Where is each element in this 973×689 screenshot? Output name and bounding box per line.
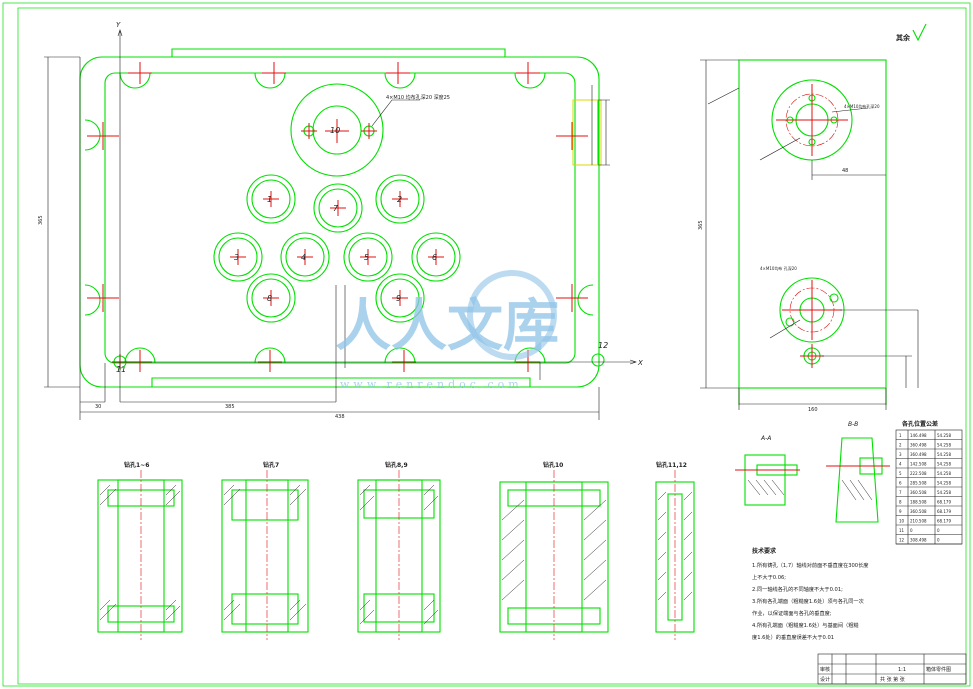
dim-height: 365	[38, 215, 44, 225]
roughness-mark: 其余	[896, 33, 911, 42]
hole-label-8: 8	[267, 294, 272, 303]
watermark: 人人文库 www.renrendoc.com	[335, 270, 559, 391]
notes-line-2: 上不大于0.06;	[752, 573, 786, 581]
hole-label-2: 2	[397, 195, 402, 204]
technical-notes: 技术要求 1.所有铸孔（1,7）轴线对前面不垂直度在300长度 上不大于0.06…	[752, 547, 868, 641]
tol-cell: 12	[899, 538, 905, 543]
tol-cell: 0	[937, 538, 940, 543]
tol-cell: 68.179	[937, 500, 951, 505]
dim-inner-width: 385	[225, 404, 235, 410]
tol-cell: 9	[899, 509, 902, 514]
svg-text:4×M10均布 孔深20: 4×M10均布 孔深20	[760, 265, 797, 271]
tol-cell: 54.258	[937, 433, 951, 438]
label-bb: B-B	[848, 421, 858, 428]
tol-cell: 54.258	[937, 462, 951, 467]
label-hole-b: 钻孔7	[263, 461, 279, 469]
tol-cell: 146.498	[910, 433, 927, 438]
bearing-holes	[213, 174, 461, 323]
tol-cell: 308.498	[910, 538, 927, 543]
tol-cell: 360.508	[910, 490, 927, 495]
notes-line-1: 1.所有铸孔（1,7）轴线对前面不垂直度在300长度	[752, 561, 868, 569]
tol-cell: 3	[899, 452, 902, 457]
tol-cell: 5	[899, 471, 902, 476]
inner-frame	[17, 7, 967, 685]
tol-cell: 2	[899, 443, 902, 448]
label-aa: A-A	[760, 435, 771, 442]
dim-side-height: 365	[698, 220, 704, 230]
hole-label-7: 7	[333, 204, 339, 213]
title-row-b: 设计	[820, 676, 830, 683]
tol-cell: 11	[899, 528, 905, 533]
tol-cell: 8	[899, 500, 902, 505]
tol-cell: 54.258	[937, 452, 951, 457]
watermark-url: www.renrendoc.com	[340, 378, 523, 391]
tol-cell: 360.498	[910, 452, 927, 457]
tol-cell: 222.508	[910, 471, 927, 476]
tol-cell: 0	[937, 528, 940, 533]
tol-cell: 68.179	[937, 509, 951, 514]
main-view: 4×M10 均布孔深20 深度25	[38, 21, 643, 420]
hole-label-9: 9	[396, 294, 401, 303]
tol-cell: 6	[899, 481, 902, 486]
dim-side-small: 48	[842, 168, 848, 174]
dim-offset: 30	[95, 404, 101, 410]
watermark-text: 人人文库	[335, 293, 559, 359]
hole-label-10: 10	[330, 126, 340, 135]
tol-cell: 360.508	[910, 509, 927, 514]
tol-cell: 7	[899, 490, 902, 495]
svg-text:4×M10均布孔深20: 4×M10均布孔深20	[844, 103, 880, 109]
svg-text:4×M10 均布孔深20 深度25: 4×M10 均布孔深20 深度25	[386, 94, 450, 101]
tol-cell: 54.258	[937, 490, 951, 495]
label-hole-a: 钻孔1~6	[124, 461, 149, 469]
tol-cell: 54.258	[937, 481, 951, 486]
title-scale: 1:1	[898, 667, 906, 673]
axis-x: X	[637, 359, 643, 367]
hole-label-4: 4	[301, 253, 306, 262]
tol-cell: 360.498	[910, 443, 927, 448]
hole-label-6: 6	[432, 253, 437, 262]
dim-side-width: 160	[808, 407, 818, 413]
hole-label-1: 1	[267, 195, 272, 204]
tol-table-title: 各孔位置公差	[901, 420, 938, 428]
hole-label-3: 3	[234, 253, 239, 262]
section-aa: A-A	[735, 435, 800, 506]
notes-line-5: 作业，以保证端面与各孔的垂直度;	[752, 609, 832, 617]
tol-cell: 1	[899, 433, 902, 438]
side-view: 4×M10均布孔深20 4×M10均布 孔深20 160 365 48 其余	[698, 23, 927, 413]
title-block: 审核 设计 箱体零件图 1:1 共 张 第 张	[817, 653, 967, 685]
notes-line-4: 3.所有各孔端面（粗糙度1.6处）须与各孔同一次	[752, 597, 864, 605]
tol-cell: 285.508	[910, 481, 927, 486]
axis-y: Y	[116, 21, 121, 29]
hole-sections: 钻孔1~6 钻孔7 钻孔8,9 钻孔10	[97, 461, 695, 640]
label-hole-d: 钻孔10	[543, 461, 563, 469]
title-row-a: 审核	[820, 666, 830, 673]
notes-line-6: 4.所有孔端面（粗糙度1.6处）与基面间（粗糙	[752, 621, 859, 629]
section-bb: B-B	[826, 421, 890, 523]
hole-label-5: 5	[364, 253, 369, 262]
title-sheets: 共 张 第 张	[880, 676, 905, 683]
tol-cell: 188.508	[910, 500, 927, 505]
notes-title: 技术要求	[752, 547, 777, 555]
dim-overall-width: 438	[335, 414, 345, 420]
tol-cell: 68.179	[937, 519, 951, 524]
label-hole-e: 钻孔11,12	[656, 461, 687, 469]
tol-cell: 10	[899, 519, 905, 524]
tol-cell: 210.508	[910, 519, 927, 524]
tol-cell: 0	[910, 528, 913, 533]
tol-cell: 4	[899, 462, 902, 467]
tol-cell: 54.258	[937, 443, 951, 448]
tol-cell: 54.258	[937, 471, 951, 476]
tol-cell: 142.508	[910, 462, 927, 467]
title-name: 箱体零件图	[926, 666, 951, 673]
hole-label-12: 12	[598, 341, 608, 350]
tolerance-table: 各孔位置公差 1 146.498 54.258 2 360.498 54.258 3 360.…	[895, 420, 963, 545]
label-hole-c: 钻孔8,9	[385, 461, 408, 469]
notes-line-7: 度1.6处）的垂直度误差不大于0.01	[752, 633, 834, 641]
notes-line-3: 2.同一轴线各孔的不同轴度不大于0.01;	[752, 585, 843, 593]
hole-label-11: 11	[116, 365, 126, 374]
